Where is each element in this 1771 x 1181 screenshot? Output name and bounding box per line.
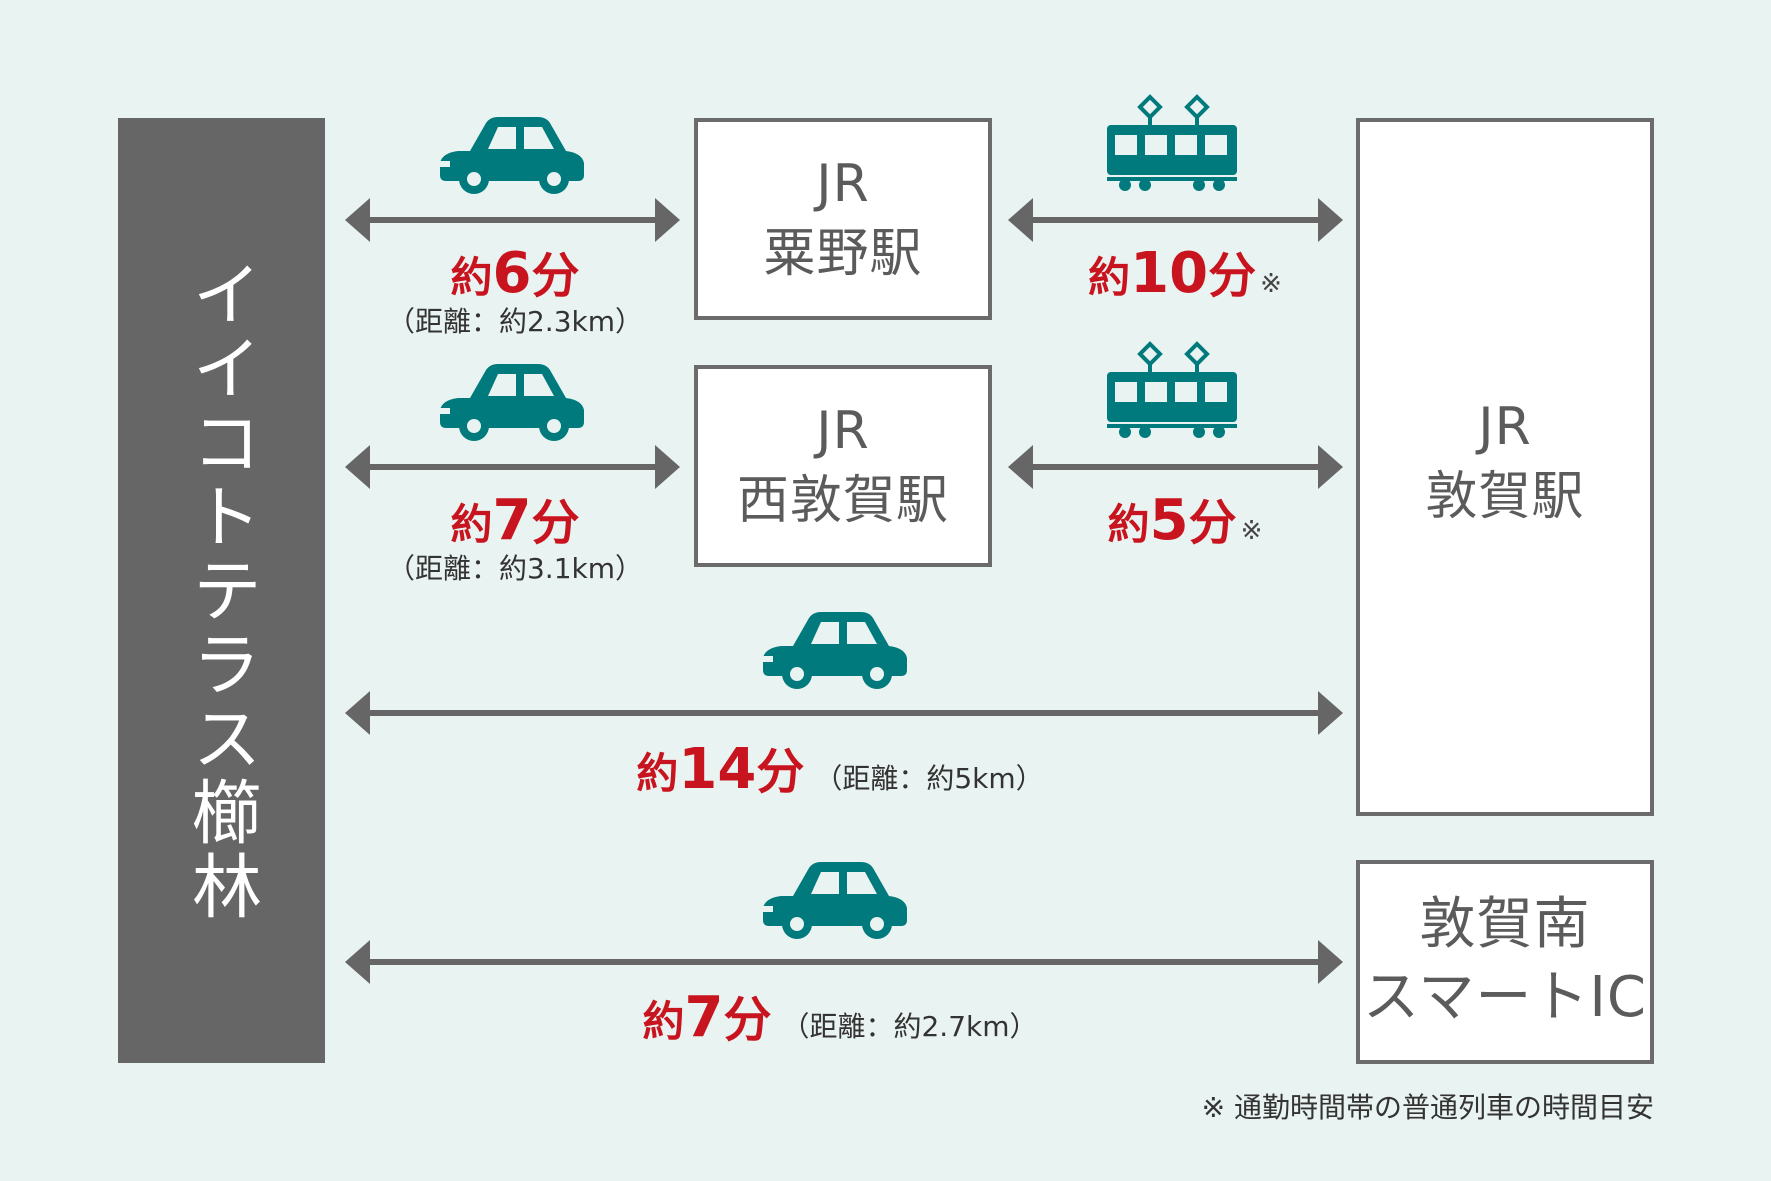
station-nishitsuruga-line2: 西敦賀駅 [736,471,949,531]
station-nishitsuruga: JR 西敦賀駅 [694,365,992,567]
footnote-mark: ※ [1260,269,1282,299]
route-car-ic-time: 約7分 （距離：約2.7km） [560,980,1120,1050]
time-number: 7 [684,985,724,1050]
station-tsuruga-line1: JR [1478,397,1532,457]
station-awano-line2: 粟野駅 [763,224,923,284]
time-prefix: 約 [636,749,679,798]
station-awano: JR 粟野駅 [694,118,992,320]
time-unit: 分 [723,992,772,1048]
arrow-train-nishitsuruga [1008,445,1343,489]
time-unit: 分 [756,744,805,800]
arrow-car-nishitsuruga [345,445,680,489]
arrow-car-awano [345,198,680,242]
route-car-awano-distance: （距離：約2.3km） [386,305,644,338]
time-unit: 分 [531,495,580,551]
arrow-car-tsuruga [345,691,1343,735]
route-car-nishitsuruga-time: 約7分 [380,483,650,553]
time-prefix: 約 [1088,253,1131,302]
car-icon [440,117,584,194]
time-number: 10 [1130,241,1209,306]
footnote-mark: ※ [1240,516,1263,546]
station-tsuruga-line2: 敦賀駅 [1425,467,1585,528]
time-number: 14 [678,737,757,802]
route-car-nishitsuruga-distance: （距離：約3.1km） [386,552,644,585]
origin-block: イイコトテラス櫛林 [118,118,325,1063]
station-awano-line1: JR [816,153,870,214]
station-ic-line1: 敦賀南 [1419,892,1591,958]
station-nishitsuruga-line1: JR [816,400,870,461]
time-number: 5 [1149,488,1189,553]
station-ic-line2: スマートIC [1363,965,1647,1030]
time-number: 7 [492,488,532,553]
time-unit: 分 [531,248,580,304]
time-number: 6 [492,241,532,306]
car-icon [763,612,907,689]
train-icon [1107,341,1237,438]
time-unit: 分 [1188,495,1237,551]
time-unit: 分 [1208,248,1257,304]
route-distance: （距離：約2.7km） [781,1010,1038,1043]
time-prefix: 約 [450,253,493,302]
route-distance: （距離：約5km） [814,762,1044,795]
time-prefix: 約 [642,997,685,1046]
footnote: ※ 通勤時間帯の普通列車の時間目安 [1201,1091,1654,1124]
station-smart-ic: 敦賀南 スマートIC [1356,860,1654,1064]
route-car-awano-time: 約6分 [380,236,650,306]
origin-name: イイコトテラス櫛林 [180,257,263,924]
train-icon [1107,94,1237,191]
car-icon [440,364,584,441]
station-tsuruga: JR 敦賀駅 [1356,118,1654,816]
arrow-car-ic [345,940,1343,984]
arrow-train-awano [1008,198,1343,242]
time-prefix: 約 [1107,500,1150,549]
route-train-nishitsuruga-time: 約5分※ [1050,483,1320,553]
route-car-tsuruga-time: 約14分 （距離：約5km） [560,732,1120,802]
car-icon [763,862,907,939]
route-train-awano-time: 約10分※ [1050,236,1320,306]
time-prefix: 約 [450,500,493,549]
